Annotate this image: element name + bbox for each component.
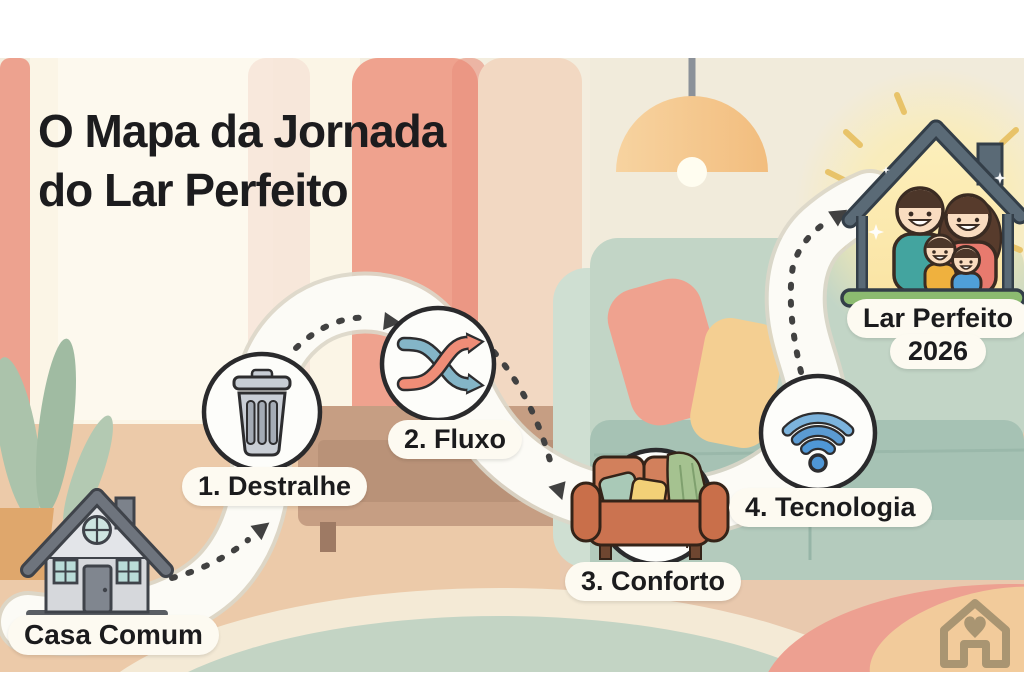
sparkles (868, 166, 1006, 240)
destination-year: 2026 (889, 334, 987, 369)
step-4-node (758, 373, 878, 493)
destination-label: Lar Perfeito (846, 299, 1024, 338)
step-4-label: 4. Tecnologia (729, 488, 932, 527)
arrowhead (548, 481, 566, 501)
shuffle-arrows-icon (396, 332, 485, 395)
step-1-node (201, 351, 323, 473)
arrowhead (828, 209, 848, 227)
yellow-pillow (690, 318, 784, 448)
family-home-icon (840, 119, 1024, 308)
family-illustration (892, 186, 1003, 296)
step-3-label: 3. Conforto (565, 562, 741, 601)
bottom-margin (0, 672, 1024, 683)
destination-labels: Lar Perfeito 2026 (846, 299, 1024, 369)
step-3-node (570, 447, 730, 567)
step-2-node (379, 305, 497, 423)
rug (105, 588, 895, 683)
sofa-icon (570, 451, 730, 560)
top-margin (0, 0, 1024, 58)
step-1-label: 1. Destralhe (182, 467, 368, 506)
arrowhead (250, 522, 270, 541)
page-title: O Mapa da Jornada do Lar Perfeito (38, 102, 446, 220)
dashed-arrows (169, 209, 848, 581)
arrowhead (383, 312, 401, 330)
title-line-2: do Lar Perfeito (38, 163, 349, 216)
step-2-label: 2. Fluxo (388, 420, 523, 459)
house-icon (20, 488, 174, 617)
house-heart-icon (940, 599, 1010, 668)
wifi-icon (781, 412, 855, 473)
pendant-lamp (616, 58, 768, 187)
trash-icon (232, 368, 292, 457)
start-label: Casa Comum (8, 615, 219, 655)
title-line-1: O Mapa da Jornada (38, 105, 446, 157)
